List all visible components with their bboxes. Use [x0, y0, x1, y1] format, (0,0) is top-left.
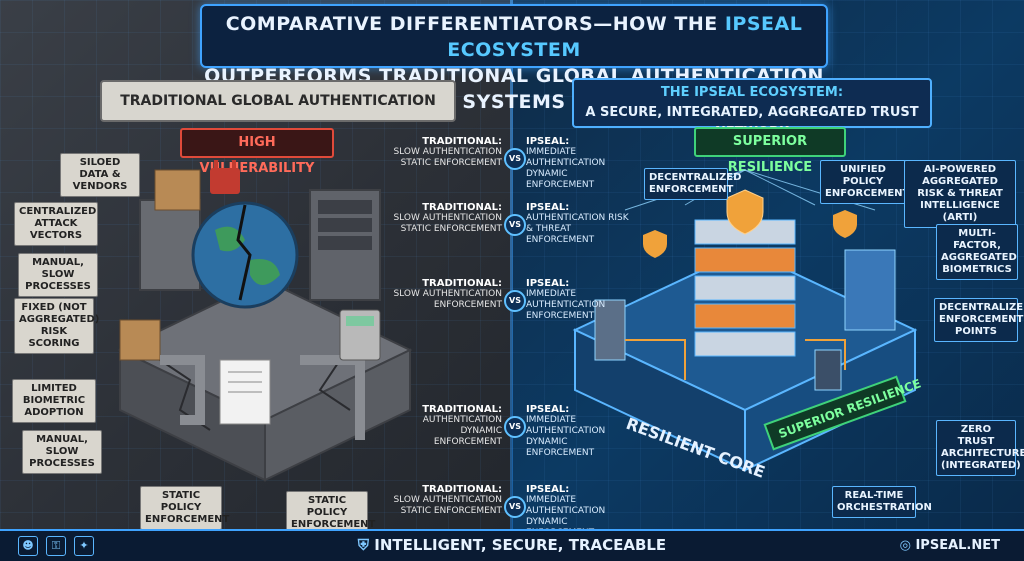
network-icon: ✦	[74, 536, 94, 556]
manual-processes-label-2: MANUAL, SLOW PROCESSES	[22, 430, 102, 474]
ipseal-title: IPSEAL:	[526, 202, 570, 213]
high-vulnerability-badge: HIGH VULNERABILITY	[180, 128, 334, 176]
static-policy-label: STATIC POLICY ENFORCEMENT	[140, 486, 229, 530]
traditional-cell: TRADITIONAL:SLOW AUTHENTICATION STATIC E…	[392, 136, 502, 169]
comparison-row: TRADITIONAL:SLOW AUTHENTICATION STATIC E…	[392, 136, 632, 192]
ipseal-header-line-1: THE IPSEAL ECOSYSTEM:	[660, 85, 844, 100]
ai-risk-intelligence-label: AI-POWERED AGGREGATED RISK & THREAT INTE…	[904, 160, 1016, 228]
vs-badge: VS	[504, 214, 526, 236]
ipseal-cell: IPSEAL:IMMEDIATE AUTHENTICATION DYNAMIC …	[526, 136, 636, 191]
comparison-row: TRADITIONAL:SLOW AUTHENTICATION STATIC E…	[392, 202, 632, 258]
ipseal-text: AUTHENTICATION RISK & THREAT ENFORCEMENT	[526, 213, 629, 245]
fixed-risk-scoring-label: FIXED (NOT AGGREGATED) RISK SCORING	[14, 298, 99, 354]
ipseal-header: THE IPSEAL ECOSYSTEM: A SECURE, INTEGRAT…	[572, 78, 932, 140]
unified-policy-label: UNIFIED POLICY ENFORCEMENT	[820, 160, 909, 204]
traditional-title: TRADITIONAL:	[422, 404, 502, 415]
traditional-cell: TRADITIONAL:SLOW AUTHENTICATION STATIC E…	[392, 202, 502, 235]
comparison-row: TRADITIONAL:AUTHENTICATION DYNAMIC ENFOR…	[392, 404, 632, 460]
traditional-title: TRADITIONAL:	[422, 278, 502, 289]
decentralized-points-label: DECENTRALIZED ENFORCEMENT POINTS	[934, 298, 1024, 342]
real-time-orchestration-label: REAL-TIME ORCHESTRATION	[832, 486, 932, 518]
footer-url[interactable]: ◎ IPSEAL.NET	[900, 538, 1000, 553]
vs-badge: VS	[504, 416, 526, 438]
title-highlight: IPSEAL ECOSYSTEM	[447, 13, 803, 61]
traditional-cell: TRADITIONAL:AUTHENTICATION DYNAMIC ENFOR…	[392, 404, 502, 448]
ipseal-title: IPSEAL:	[526, 484, 570, 495]
centralized-attack-label: CENTRALIZED ATTACK VECTORS	[14, 202, 98, 246]
multi-factor-biometrics-label: MULTI-FACTOR, AGGREGATED BIOMETRICS	[936, 224, 1018, 280]
ipseal-text: IMMEDIATE AUTHENTICATION DYNAMIC ENFORCE…	[526, 415, 606, 458]
traditional-text: SLOW AUTHENTICATION STATIC ENFORCEMENT	[393, 495, 502, 516]
decentralized-enforcement-label: DECENTRALIZED ENFORCEMENT	[644, 168, 741, 200]
ipseal-title: IPSEAL:	[526, 404, 570, 415]
ipseal-title: IPSEAL:	[526, 136, 570, 147]
title-text: COMPARATIVE DIFFERENTIATORS—HOW THE	[225, 13, 725, 35]
traditional-cell: TRADITIONAL:SLOW AUTHENTICATION STATIC E…	[392, 484, 502, 517]
shield-icon: ⛨	[357, 536, 370, 554]
title-line-1: COMPARATIVE DIFFERENTIATORS—HOW THE IPSE…	[202, 11, 826, 63]
traditional-header: TRADITIONAL GLOBAL AUTHENTICATION SYSTEM…	[100, 80, 456, 147]
globe-icon: ◎	[899, 538, 911, 553]
traditional-cell: TRADITIONAL:SLOW AUTHENTICATION ENFORCEM…	[392, 278, 502, 311]
traditional-text: SLOW AUTHENTICATION STATIC ENFORCEMENT	[393, 213, 502, 234]
footer-bar: ☻ ⚿ ✦ ⛨ INTELLIGENT, SECURE, TRACEABLE ◎…	[0, 529, 1024, 561]
traditional-text: SLOW AUTHENTICATION STATIC ENFORCEMENT	[393, 147, 502, 168]
ipseal-cell: IPSEAL:AUTHENTICATION RISK & THREAT ENFO…	[526, 202, 636, 246]
static-policy-label-2: STATIC POLICY ENFORCEMENT	[286, 491, 375, 535]
traditional-title: TRADITIONAL:	[422, 202, 502, 213]
ipseal-cell: IPSEAL:IMMEDIATE AUTHENTICATION DYNAMIC …	[526, 404, 636, 459]
siloed-data-label: SILOED DATA & VENDORS	[60, 153, 140, 197]
zero-trust-label: ZERO TRUST ARCHITECTURE (INTEGRATED)	[936, 420, 1024, 476]
lock-icon: ⚿	[46, 536, 66, 556]
vs-badge: VS	[504, 290, 526, 312]
resilient-core-illustration: RESILIENT CORE SUPERIOR RESILIENCE	[572, 169, 923, 482]
footer-tagline-text: INTELLIGENT, SECURE, TRACEABLE	[374, 536, 667, 554]
footer-tagline: ⛨ INTELLIGENT, SECURE, TRACEABLE	[0, 536, 1024, 554]
user-icon: ☻	[18, 536, 38, 556]
title-banner: COMPARATIVE DIFFERENTIATORS—HOW THE IPSE…	[200, 4, 828, 113]
comparison-row: TRADITIONAL:SLOW AUTHENTICATION ENFORCEM…	[392, 278, 632, 334]
traditional-text: SLOW AUTHENTICATION ENFORCEMENT	[393, 289, 502, 310]
footer-url-text: IPSEAL.NET	[915, 538, 1000, 553]
manual-processes-label: MANUAL, SLOW PROCESSES	[18, 253, 98, 297]
vs-badge: VS	[504, 496, 526, 518]
ipseal-title: IPSEAL:	[526, 278, 570, 289]
traditional-title: TRADITIONAL:	[422, 484, 502, 495]
center-divider	[510, 0, 513, 529]
ipseal-text: IMMEDIATE AUTHENTICATION ENFORCEMENT	[526, 289, 606, 321]
vs-badge: VS	[504, 148, 526, 170]
ipseal-text: IMMEDIATE AUTHENTICATION DYNAMIC ENFORCE…	[526, 147, 606, 190]
traditional-title: TRADITIONAL:	[422, 136, 502, 147]
crumbling-infrastructure-illustration	[117, 160, 413, 482]
ipseal-cell: IPSEAL:IMMEDIATE AUTHENTICATION ENFORCEM…	[526, 278, 636, 322]
limited-biometric-label: LIMITED BIOMETRIC ADOPTION	[12, 379, 96, 423]
traditional-text: AUTHENTICATION DYNAMIC ENFORCEMENT	[422, 415, 502, 447]
